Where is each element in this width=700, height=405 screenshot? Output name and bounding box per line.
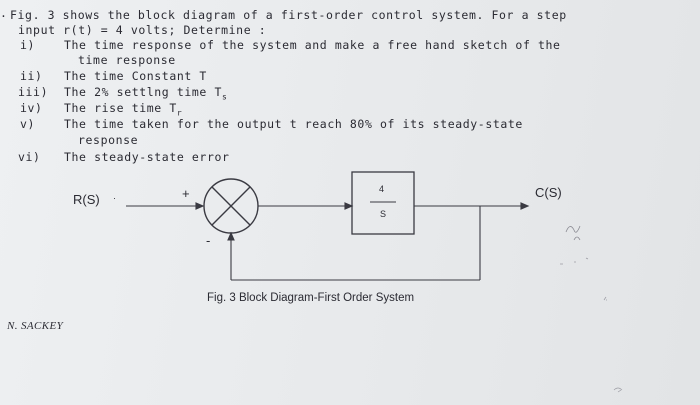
item-5-text: The time taken for the output t reach 80…	[64, 117, 523, 131]
feedback-arrowhead	[227, 231, 235, 241]
item-1-text-cont: time response	[78, 53, 176, 67]
item-2-number: ii)	[20, 69, 43, 83]
item-2-text: The time Constant T	[64, 69, 207, 83]
plus-sign: +	[182, 186, 190, 201]
question-line-1: Fig. 3 shows the block diagram of a firs…	[10, 8, 567, 22]
transfer-function-block	[351, 171, 415, 235]
item-1-text: The time response of the system and make…	[64, 38, 561, 52]
item-6-number: vi)	[18, 150, 41, 164]
item-6-text: The steady-state error	[64, 150, 230, 164]
output-label: C(S)	[535, 185, 562, 200]
pencil-mark	[613, 387, 623, 393]
output-arrowhead	[520, 202, 530, 210]
item-1-number: i)	[20, 38, 36, 52]
tf-numerator: 4	[379, 184, 385, 194]
figure-caption: Fig. 3 Block Diagram-First Order System	[207, 292, 415, 304]
pencil-scribble	[565, 225, 581, 241]
tf-denominator: S	[380, 209, 387, 219]
question-line-2: input r(t) = 4 volts; Determine :	[18, 23, 267, 37]
item-4-number: iv)	[20, 101, 43, 115]
item-5-text-cont: response	[78, 133, 139, 147]
forward-arrowhead	[344, 202, 354, 210]
author-name: N. SACKEY	[7, 320, 64, 332]
item-5-number: v)	[20, 117, 36, 131]
minus-sign: -	[206, 233, 211, 248]
item-4-text: The rise time Tr	[64, 101, 183, 118]
item-3-text: The 2% settlng time Ts	[64, 85, 228, 102]
input-dot: ·	[113, 193, 116, 203]
bullet-mark: .	[0, 6, 8, 20]
summing-cross-b	[211, 186, 251, 226]
input-label: R(S)	[73, 192, 100, 207]
item-3-number: iii)	[18, 85, 49, 99]
input-arrowhead	[195, 202, 205, 210]
